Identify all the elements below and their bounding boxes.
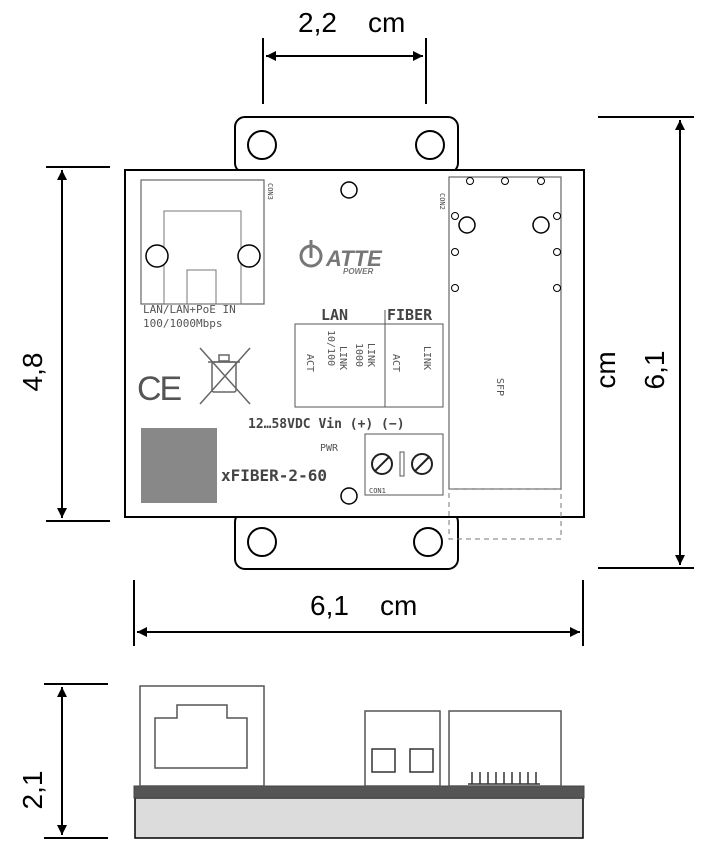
rj45-connector: CON3: [140, 179, 274, 305]
power-input-label: 12…58VDC Vin (+) (−): [248, 417, 405, 432]
bottom-width-value: 6,1: [310, 590, 349, 621]
side-view: [133, 685, 585, 839]
dimension-right-height: cm 6,1: [590, 116, 694, 569]
sfp-label: SFP: [494, 378, 505, 396]
model-name: xFIBER-2-60: [221, 466, 327, 485]
pwr-led-label: PWR: [320, 443, 339, 454]
led-table: LAN FIBER 10/100 LINK 1000 LINK ACT ACT …: [294, 306, 444, 408]
right-height-unit: cm: [590, 351, 621, 388]
led-lan-link-2: LINK: [365, 343, 376, 367]
label-sticker: [141, 428, 217, 503]
terminal-block-con1: CON1: [364, 433, 444, 496]
mounting-tab-top: [234, 116, 459, 174]
con3-label: CON3: [266, 183, 274, 200]
led-lan-1000: 1000: [353, 343, 364, 367]
left-height-value: 4,8: [17, 353, 48, 392]
lan-in-line1: LAN/LAN+PoE IN: [143, 303, 236, 316]
right-height-value: 6,1: [639, 351, 670, 390]
led-lan-act: ACT: [304, 354, 315, 372]
ce-mark: CE: [137, 370, 182, 408]
led-fiber-link: LINK: [421, 346, 432, 370]
led-header-lan: LAN: [321, 306, 348, 324]
weee-bin-icon: [199, 347, 251, 405]
dimension-top-width: 2,2 cm: [262, 7, 427, 104]
lan-in-line2: 100/1000Mbps: [143, 317, 222, 330]
led-lan-10-100: 10/100: [325, 330, 336, 366]
mounting-tab-bottom: [234, 511, 459, 570]
top-width-value: 2,2: [298, 7, 337, 38]
dimension-side-height: 2,1: [17, 683, 108, 839]
con1-label: CON1: [369, 487, 386, 495]
side-height-value: 2,1: [17, 771, 48, 810]
logo-subtext: POWER: [343, 267, 373, 276]
led-fiber-act: ACT: [390, 354, 401, 372]
led-lan-link-1: LINK: [337, 346, 348, 370]
led-header-fiber: FIBER: [387, 306, 433, 324]
con2-label: CON2: [438, 193, 446, 210]
logo-text: ATTE: [325, 246, 383, 271]
atte-logo: ATTE POWER: [299, 240, 383, 276]
bottom-width-unit: cm: [380, 590, 417, 621]
dimension-left-height: 4,8: [17, 166, 110, 522]
top-width-unit: cm: [368, 7, 405, 38]
dimension-bottom-width: 6,1 cm: [133, 580, 584, 646]
sfp-cage: CON2 SFP: [438, 176, 562, 540]
